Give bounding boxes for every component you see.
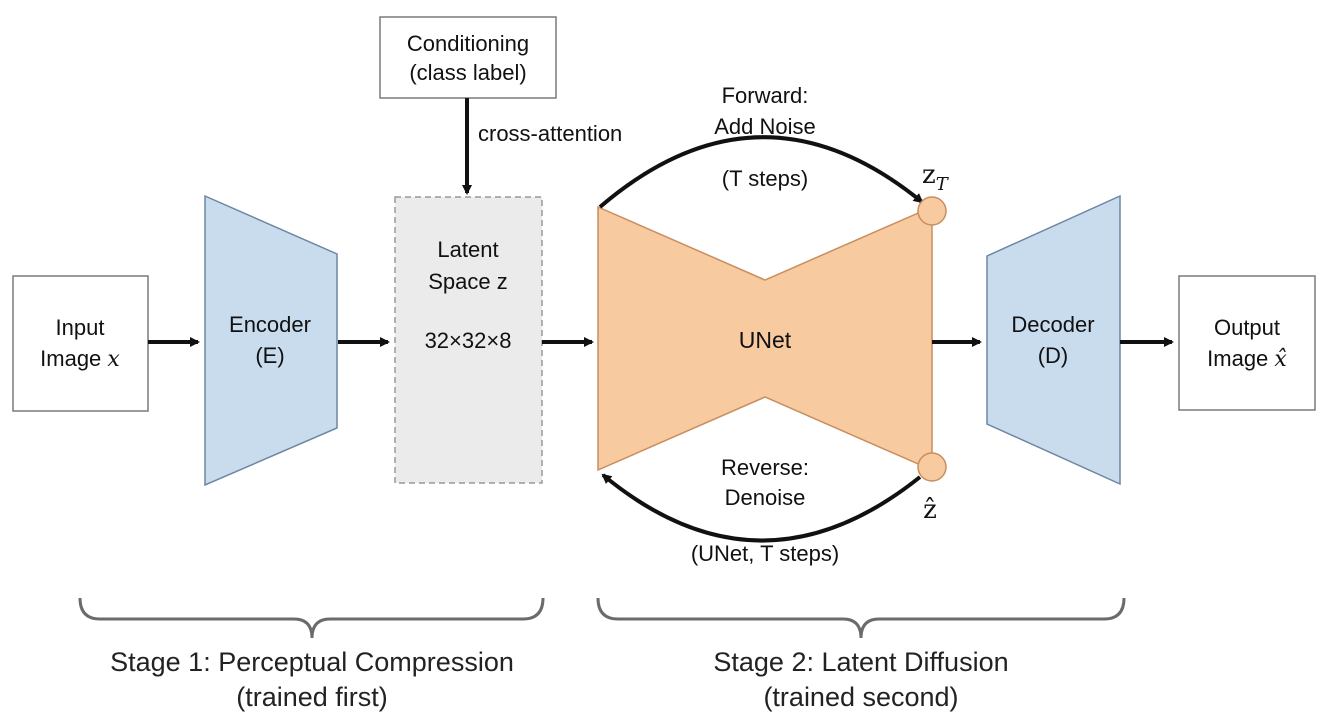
input-label-line1: Input — [56, 315, 105, 340]
output-label-line1: Output — [1214, 315, 1280, 340]
z-t-label: zT — [922, 160, 950, 195]
stage1-label-line1: Stage 1: Perceptual Compression — [110, 647, 514, 677]
latent-space-box: Latent Space z 32×32×8 — [394, 196, 543, 484]
z-hat-node — [917, 452, 947, 482]
latent-dims-label: 32×32×8 — [425, 328, 512, 353]
input-image-box: Input Image x — [12, 275, 149, 412]
output-image-box: Output Image x̂ — [1178, 275, 1316, 411]
stage2-brace — [596, 597, 1126, 639]
output-label-line2: Image x̂ — [1207, 346, 1287, 372]
encoder-label-line1: Encoder — [229, 312, 311, 337]
decoder-block: Decoder (D) — [986, 194, 1121, 486]
stage1-label-line2: (trained first) — [236, 682, 388, 712]
reverse-label-line2: Denoise — [725, 485, 806, 510]
unet-label: UNet — [739, 327, 792, 353]
reverse-label-line3: (UNet, T steps) — [691, 541, 839, 566]
encoder-label-line2: (E) — [255, 343, 284, 368]
decoder-label-line2: (D) — [1038, 343, 1069, 368]
latent-label-line1: Latent — [437, 237, 498, 262]
unet-block: UNet — [597, 205, 933, 472]
decoder-label-line1: Decoder — [1011, 312, 1094, 337]
z-hat-label: ẑ — [923, 495, 937, 525]
conditioning-box: Conditioning (class label) — [379, 16, 557, 99]
reverse-label-line1: Reverse: — [721, 455, 809, 480]
conditioning-label-line1: Conditioning — [407, 31, 529, 56]
forward-label-line1: Forward: — [722, 83, 809, 108]
reverse-denoise-arrow — [601, 473, 922, 543]
forward-label-line3: (T steps) — [722, 166, 808, 191]
stage2-label-line1: Stage 2: Latent Diffusion — [713, 647, 1008, 677]
conditioning-label-line2: (class label) — [409, 60, 526, 85]
z-t-node — [917, 196, 947, 226]
latent-label-line2: Space z — [428, 269, 508, 294]
forward-noise-arrow — [598, 135, 924, 209]
forward-label-line2: Add Noise — [714, 114, 816, 139]
encoder-block: Encoder (E) — [204, 194, 338, 487]
stage2-label-line2: (trained second) — [763, 682, 958, 712]
cross-attention-label: cross-attention — [478, 121, 622, 146]
input-label-line2: Image x — [40, 346, 120, 372]
stage1-brace — [78, 597, 545, 639]
